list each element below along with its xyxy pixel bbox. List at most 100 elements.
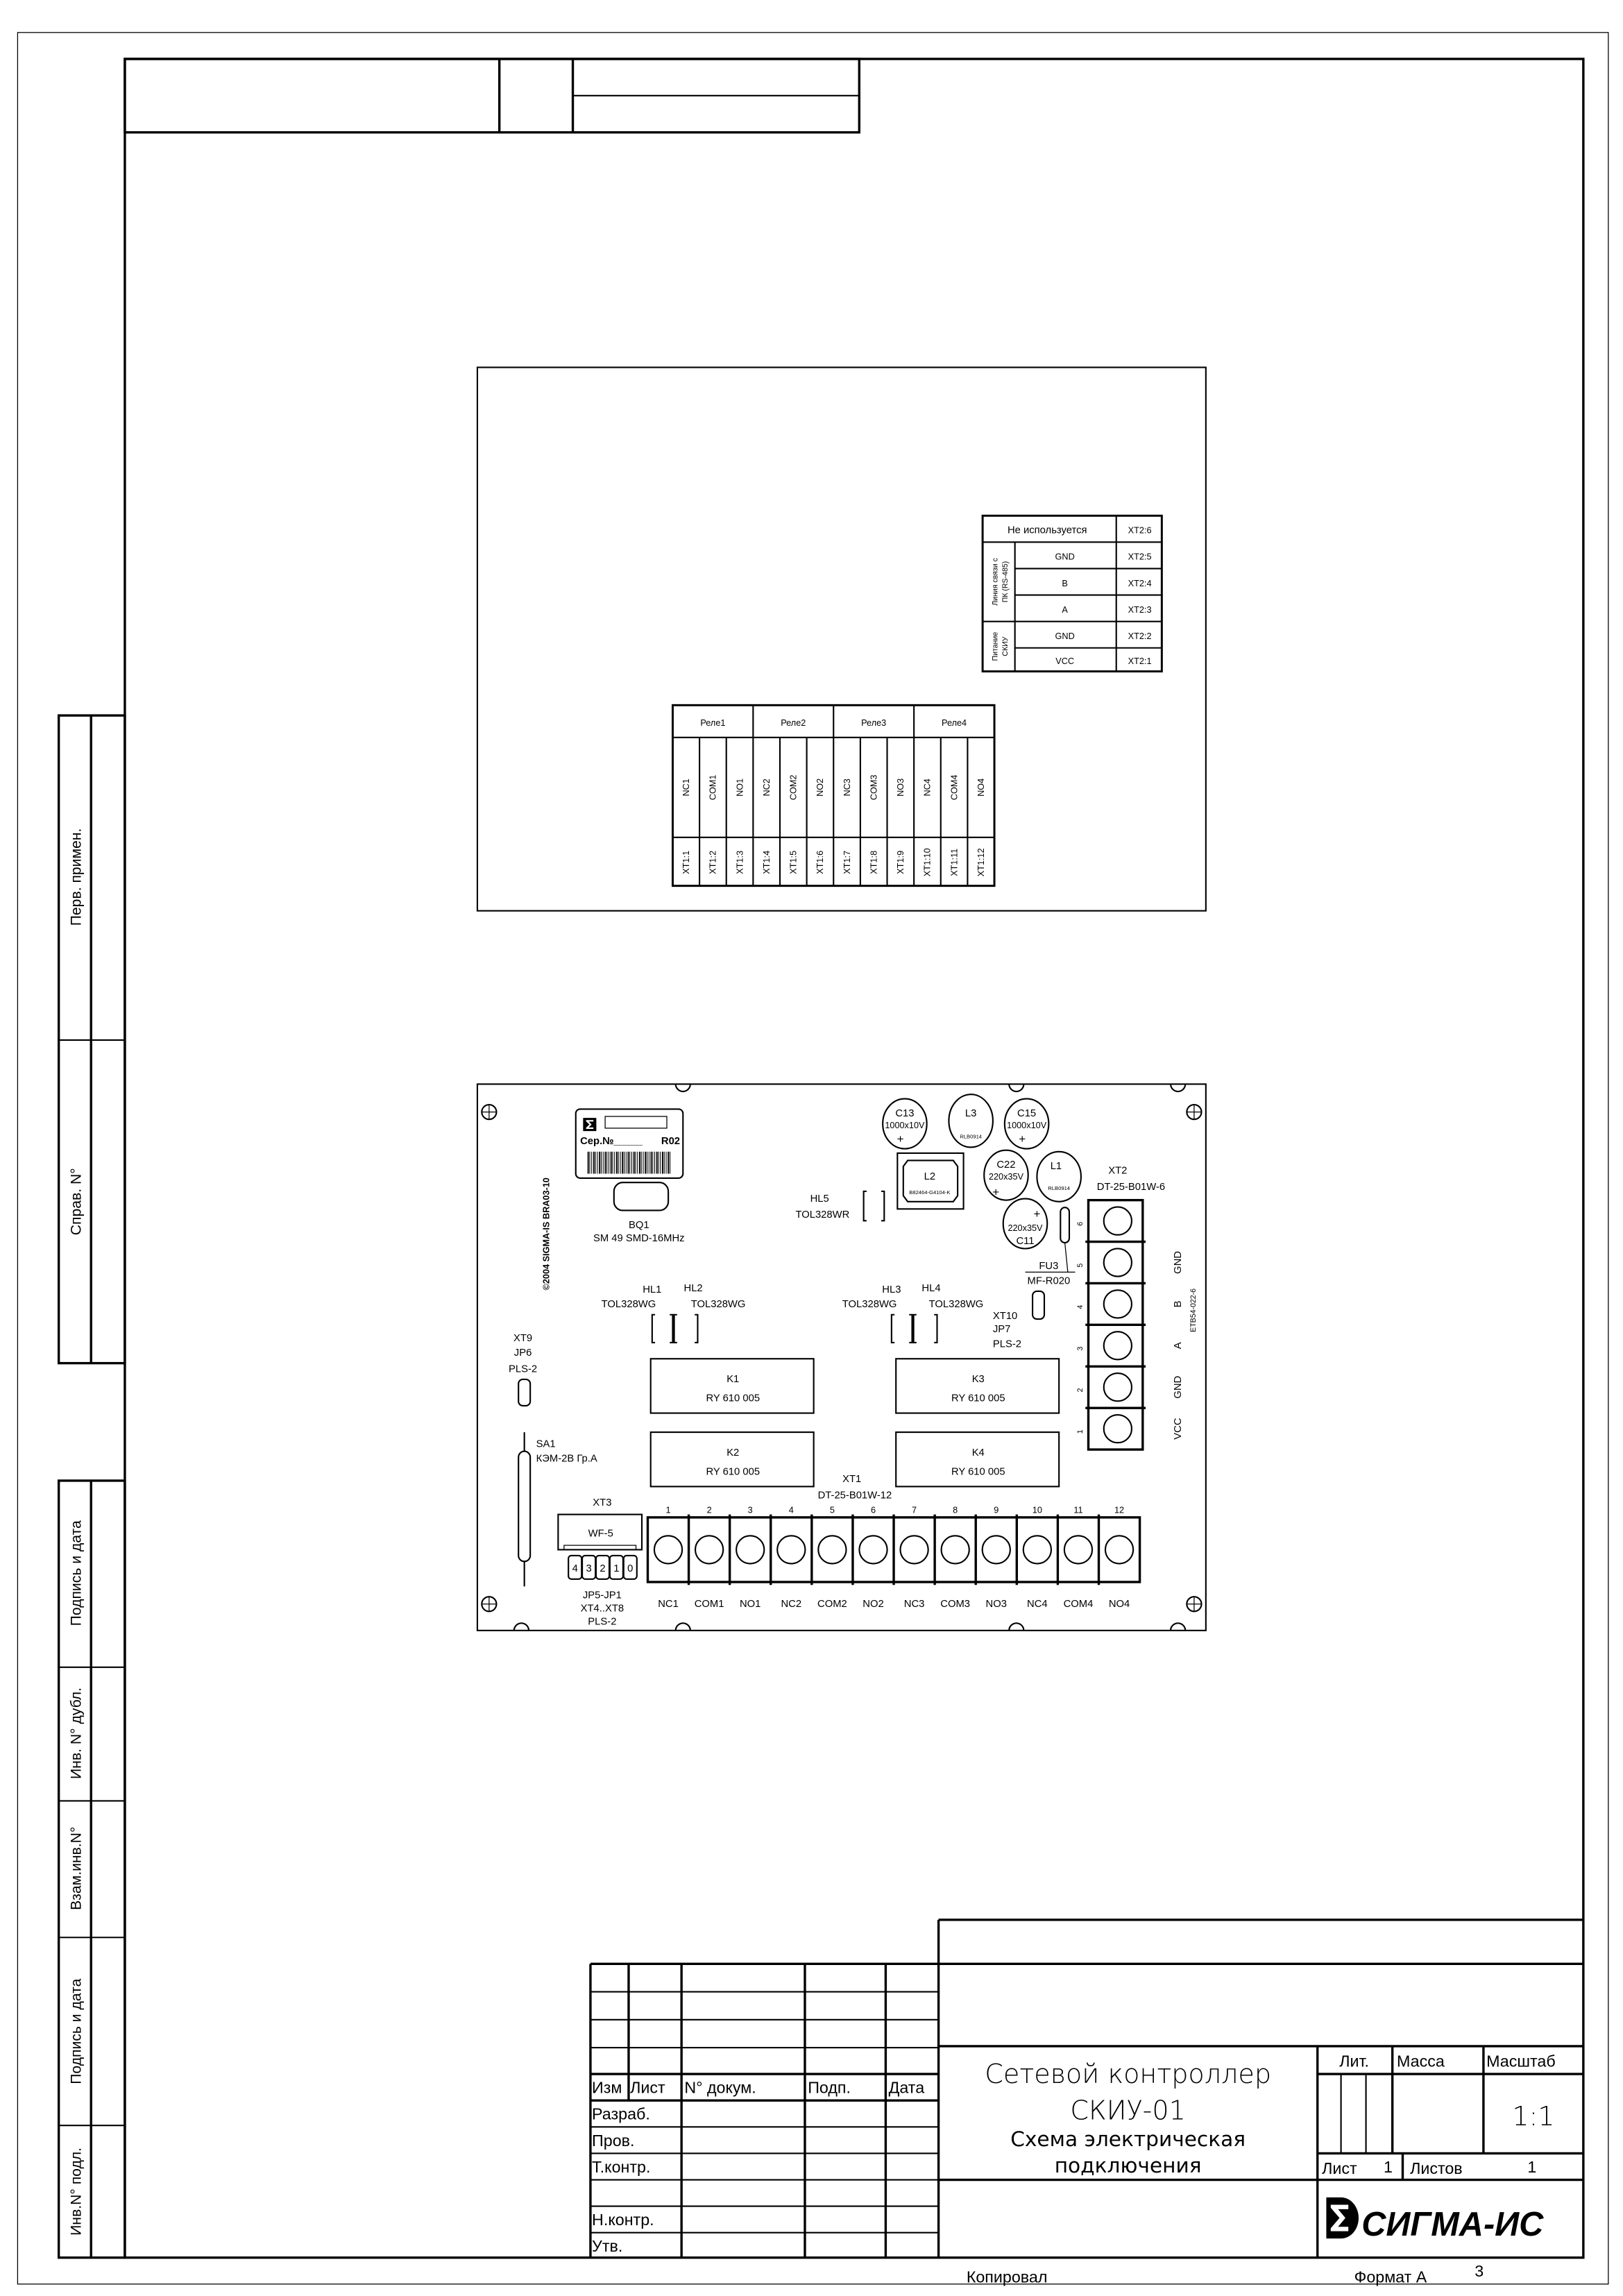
side-label-inv-podl: Инв.N° подл.: [68, 2148, 84, 2236]
scale-label: Масштаб: [1486, 2052, 1556, 2070]
terminal-screw-icon: [694, 1535, 724, 1565]
pin-cell: XT2:5: [1128, 552, 1152, 562]
xt10-part: PLS-2: [993, 1338, 1021, 1350]
c13-ref: C13: [895, 1108, 914, 1119]
xt10-ref: XT10: [993, 1311, 1017, 1322]
xt9-jp: JP6: [514, 1347, 532, 1359]
pin-cell: XT2:3: [1128, 605, 1152, 615]
xt1-signal-label: COM2: [817, 1599, 847, 1610]
side-strip: Перв. примен. Справ. N° Подпись и дата И…: [57, 714, 126, 2259]
terminal-block-xt1: XT1 DT-25-B01W-12 1NC12COM13NO14NC25COM2…: [646, 1474, 1141, 1610]
k1-part: RY 610 005: [706, 1393, 760, 1404]
jumper-xt10: XT10 JP7 PLS-2: [993, 1290, 1046, 1350]
hl2-ref: HL2: [684, 1283, 703, 1294]
signal-cell: B: [1062, 579, 1067, 588]
board-notch: [674, 1622, 691, 1631]
pin-cell: XT1:4: [762, 851, 772, 874]
contact-cell: COM2: [789, 775, 799, 801]
xt1-signal-label: NC4: [1027, 1599, 1048, 1610]
xt1-part: DT-25-B01W-12: [818, 1490, 892, 1501]
led-hl5: HL5 TOL328WR: [795, 1190, 885, 1222]
role-tkontr: Т.контр.: [592, 2158, 650, 2176]
header-list: Лист: [630, 2079, 665, 2097]
hl2-part: TOL328WG: [691, 1299, 746, 1310]
pin-cell: XT1:12: [976, 848, 986, 876]
relay-header: Реле1: [700, 718, 725, 728]
pin-cell: XT2:1: [1128, 656, 1152, 666]
pin-cell: XT1:9: [896, 851, 906, 874]
pin-cell: XT1:10: [923, 848, 933, 876]
fu3-ref: FU3: [1039, 1261, 1058, 1272]
xt2-vendor: ETB54-022-6: [1189, 1289, 1198, 1332]
board-notch: [1169, 1084, 1187, 1092]
signal-cell: GND: [1055, 631, 1075, 641]
pin-cell: XT1:5: [789, 851, 799, 874]
xt3-pin-label: 3: [586, 1563, 591, 1574]
side-label-podpis-data-1: Подпись и дата: [68, 1520, 84, 1626]
xt1-pin-number: 12: [1114, 1506, 1124, 1515]
xt3-pin-label: 2: [600, 1563, 605, 1574]
sa1-ref: SA1: [536, 1438, 556, 1449]
k2-part: RY 610 005: [706, 1466, 760, 1477]
side-label-podpis-data-2: Подпись и дата: [68, 1978, 84, 2084]
copied-label: Копировал: [967, 2268, 1048, 2286]
board-notch: [513, 1622, 530, 1631]
unused-pin: XT2:6: [1128, 526, 1152, 536]
contact-cell: NO3: [896, 779, 906, 797]
c15-polarity: +: [1019, 1132, 1026, 1146]
serial-label: Сер.№_____ R02: [575, 1108, 684, 1179]
bq1-part: SM 49 SMD-16MHz: [593, 1233, 685, 1244]
inductor-l3: L3 RLB0914: [948, 1094, 994, 1148]
xt1-signal-label: NO4: [1109, 1599, 1130, 1610]
sigma-logo-icon: [1326, 2197, 1359, 2239]
contact-cell: NO2: [815, 779, 825, 797]
inductor-l2: L2 B82464-G4104-K: [897, 1152, 965, 1210]
side-label-inv-dubl: Инв. N° дубл.: [68, 1687, 84, 1779]
top-stamp: [124, 58, 860, 134]
xt3-ref: XT3: [593, 1497, 611, 1508]
group-rs485-line1: Линия связи с: [991, 557, 999, 605]
l3-part: RLB0914: [960, 1134, 982, 1140]
outer-frame: [17, 32, 1609, 2285]
k3-part: RY 610 005: [951, 1393, 1005, 1404]
side-label-perv-primen: Перв. примен.: [68, 828, 84, 926]
xt1-pin-number: 4: [789, 1506, 794, 1515]
relay-header: Реле4: [942, 718, 967, 728]
signal-cell: A: [1062, 605, 1068, 615]
xt3-pin: [622, 1554, 638, 1580]
bq1-ref: BQ1: [629, 1220, 649, 1231]
terminal-screw-icon: [858, 1535, 888, 1565]
role-prov: Пров.: [592, 2132, 634, 2150]
contact-cell: NO1: [735, 779, 745, 797]
xt2-pin-number: 4: [1076, 1305, 1085, 1309]
contact-cell: NC3: [842, 779, 852, 796]
relay-header: Реле2: [781, 718, 806, 728]
inductor-l1: L1 RLB0914: [1036, 1150, 1082, 1202]
capacitor-c22: C22 220x35V +: [983, 1149, 1029, 1201]
terminal-screw-icon: [817, 1535, 847, 1565]
pin-cell: XT1:3: [735, 851, 745, 874]
reed-switch-sa1: SA1 КЭМ-2В Гр.А: [518, 1432, 597, 1587]
company-logo: СИГМА-ИС: [1326, 2197, 1544, 2243]
l1-part: RLB0914: [1048, 1185, 1070, 1191]
xt2-signal-label: GND: [1173, 1251, 1184, 1274]
l1-ref: L1: [1051, 1161, 1062, 1172]
contact-cell: NC4: [923, 779, 933, 796]
hl1-ref: HL1: [643, 1284, 661, 1295]
relay-k4: K4 RY 610 005: [895, 1431, 1060, 1488]
l2-ref: L2: [924, 1171, 935, 1182]
terminal-screw-icon: [1022, 1535, 1053, 1565]
terminal-screw-icon: [1103, 1331, 1133, 1361]
xt2-pin-number: 2: [1076, 1388, 1085, 1392]
pin-cell: XT2:4: [1128, 579, 1152, 588]
xt2-signal-label: GND: [1173, 1376, 1184, 1399]
contact-cell: NC1: [681, 779, 691, 796]
terminal-screw-icon: [1103, 1372, 1133, 1402]
terminal-screw-icon: [1063, 1535, 1094, 1565]
lit-label: Лит.: [1339, 2052, 1369, 2070]
xt1-signal-label: COM3: [940, 1599, 970, 1610]
hl3-part: TOL328WG: [842, 1299, 897, 1310]
pin-cell: XT2:2: [1128, 631, 1152, 641]
hl5-ref: HL5: [810, 1193, 829, 1205]
k4-part: RY 610 005: [951, 1466, 1005, 1477]
